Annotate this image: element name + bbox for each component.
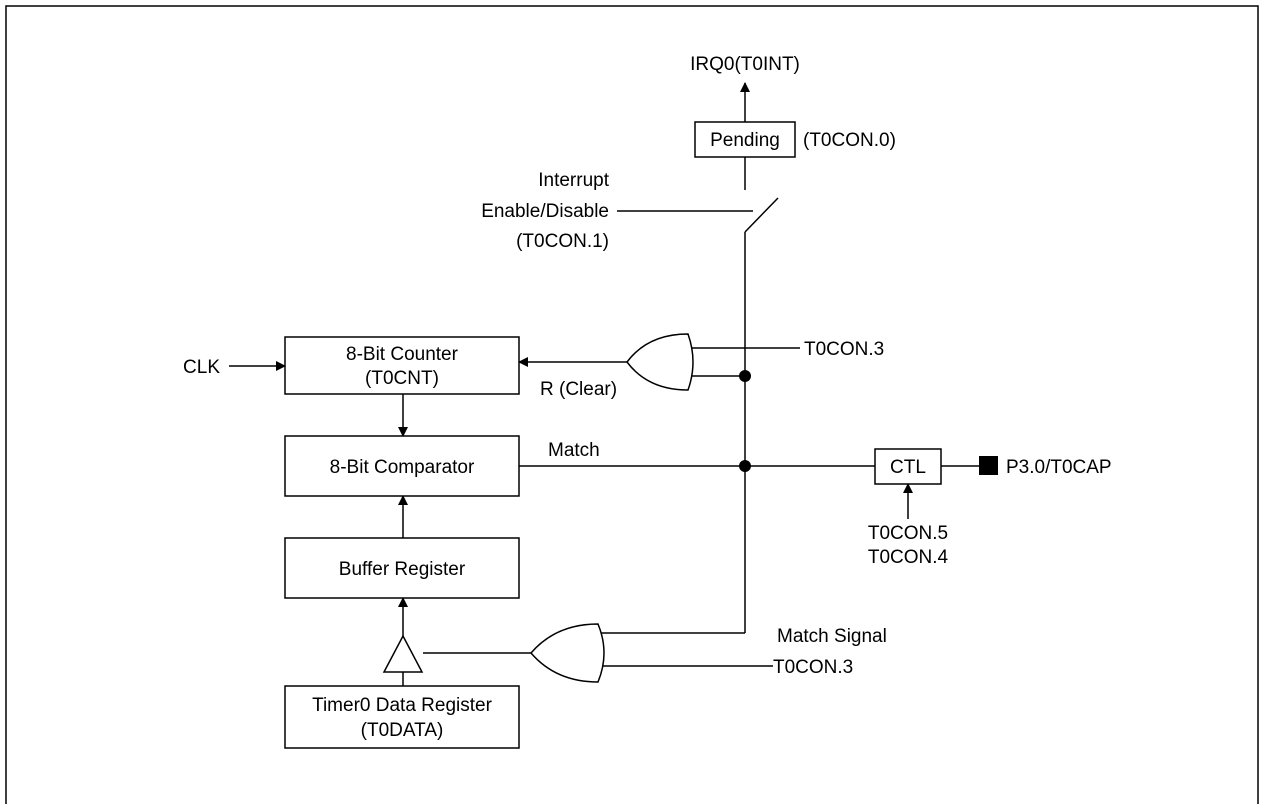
counter-label-line1: 8-Bit Counter <box>346 344 459 365</box>
buffer-block <box>284 537 520 599</box>
counter-label-line2: (T0CNT) <box>365 368 439 389</box>
clk-label: CLK <box>183 357 220 378</box>
or-gate-bottom <box>530 623 605 683</box>
ctl-control-label-line2: T0CON.4 <box>868 547 949 568</box>
match-signal-label: Match Signal <box>777 626 887 647</box>
ctl-control-label-line1: T0CON.5 <box>868 523 948 544</box>
interrupt-label-line2: Enable/Disable <box>481 201 609 222</box>
t0con3-top-label: T0CON.3 <box>804 339 884 360</box>
data-register-label-line2: (T0DATA) <box>361 720 444 741</box>
match-label: Match <box>548 440 600 461</box>
t0con3-bottom-label: T0CON.3 <box>773 657 853 678</box>
buffer-label: Buffer Register <box>339 559 466 580</box>
interrupt-switch-blade <box>744 197 779 233</box>
pending-register-label: (T0CON.0) <box>803 130 896 151</box>
comparator-block <box>284 435 520 497</box>
junction-dot-clear <box>739 370 751 382</box>
counter-block <box>284 336 520 395</box>
ctl-label: CTL <box>890 457 926 478</box>
irq-label: IRQ0(T0INT) <box>690 54 800 75</box>
clear-label: R (Clear) <box>540 379 617 400</box>
comparator-label: 8-Bit Comparator <box>330 457 475 478</box>
tristate-buffer-icon <box>382 634 424 673</box>
ctl-block <box>874 448 942 485</box>
interrupt-label-line1: Interrupt <box>538 170 609 191</box>
data-register-block <box>284 685 520 749</box>
diagram-frame <box>5 5 1259 804</box>
junction-dot-match <box>739 460 751 472</box>
pin-pad-icon <box>979 456 998 475</box>
pin-label: P3.0/T0CAP <box>1006 457 1112 478</box>
interrupt-label-line3: (T0CON.1) <box>516 231 609 252</box>
or-gate-top <box>626 333 694 391</box>
data-register-label-line1: Timer0 Data Register <box>312 695 493 716</box>
pending-block <box>694 121 796 158</box>
pending-label: Pending <box>710 130 780 151</box>
